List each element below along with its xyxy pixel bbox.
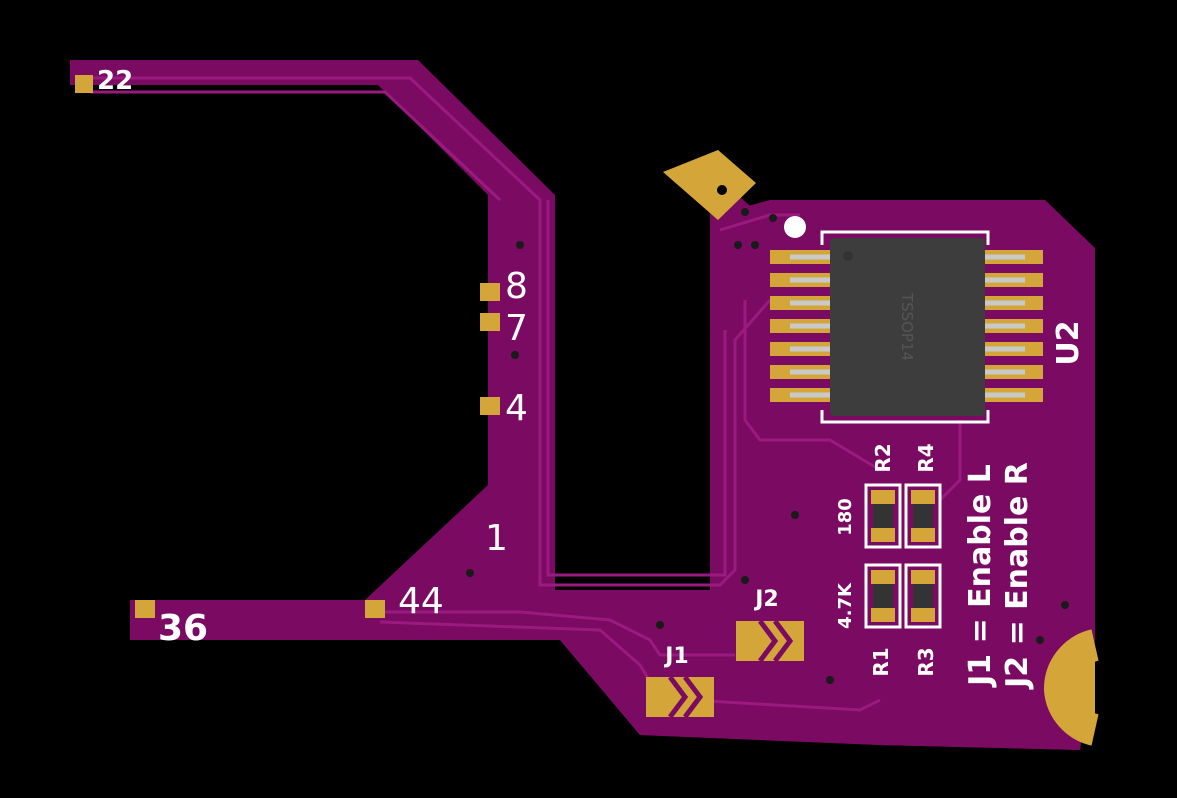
pad-22 — [75, 75, 93, 93]
chip-designator: U2 — [1051, 320, 1086, 365]
pad-label-22: 22 — [97, 66, 133, 96]
jumper-j2[interactable] — [736, 619, 804, 663]
pad-label-8: 8 — [505, 266, 528, 307]
note-j1-enable-l: J1 = Enable L — [963, 464, 998, 688]
jumper-j1[interactable] — [646, 675, 714, 719]
chip-package-label: TSSOP14 — [898, 292, 916, 361]
pad-label-7: 7 — [505, 308, 528, 349]
jumper-j1-label: J1 — [663, 644, 689, 669]
pad-44 — [365, 600, 385, 618]
pad-7 — [480, 313, 500, 331]
pad-36 — [135, 600, 155, 618]
pad-label-4: 4 — [505, 388, 528, 429]
resistor-value-180: 180 — [835, 498, 856, 536]
chip-silkscreen — [820, 230, 990, 424]
note-j2-enable-r: J2 = Enable R — [1000, 462, 1035, 690]
resistor-footprints — [864, 483, 942, 629]
chip-pin1-dimple — [843, 251, 853, 261]
chip-legs — [790, 254, 1025, 398]
pad-label-1: 1 — [485, 518, 508, 559]
corner-pad-hole — [717, 185, 727, 195]
traces — [90, 76, 962, 712]
jumper-j2-label: J2 — [753, 587, 779, 612]
resistor-r3-label: R3 — [914, 647, 938, 676]
edge-pads — [75, 75, 500, 618]
resistor-value-4k7: 4.7K — [835, 582, 856, 629]
pad-4 — [480, 397, 500, 415]
pad-label-44: 44 — [398, 581, 444, 622]
resistor-r1-label: R1 — [869, 647, 893, 676]
pad-8 — [480, 283, 500, 301]
pad-label-36: 36 — [158, 608, 208, 649]
chip-body — [830, 238, 985, 416]
corner-pad — [663, 150, 756, 220]
resistor-r4-label: R4 — [914, 443, 938, 472]
resistor-r2-label: R2 — [871, 443, 895, 472]
pin1-marker — [784, 216, 806, 238]
